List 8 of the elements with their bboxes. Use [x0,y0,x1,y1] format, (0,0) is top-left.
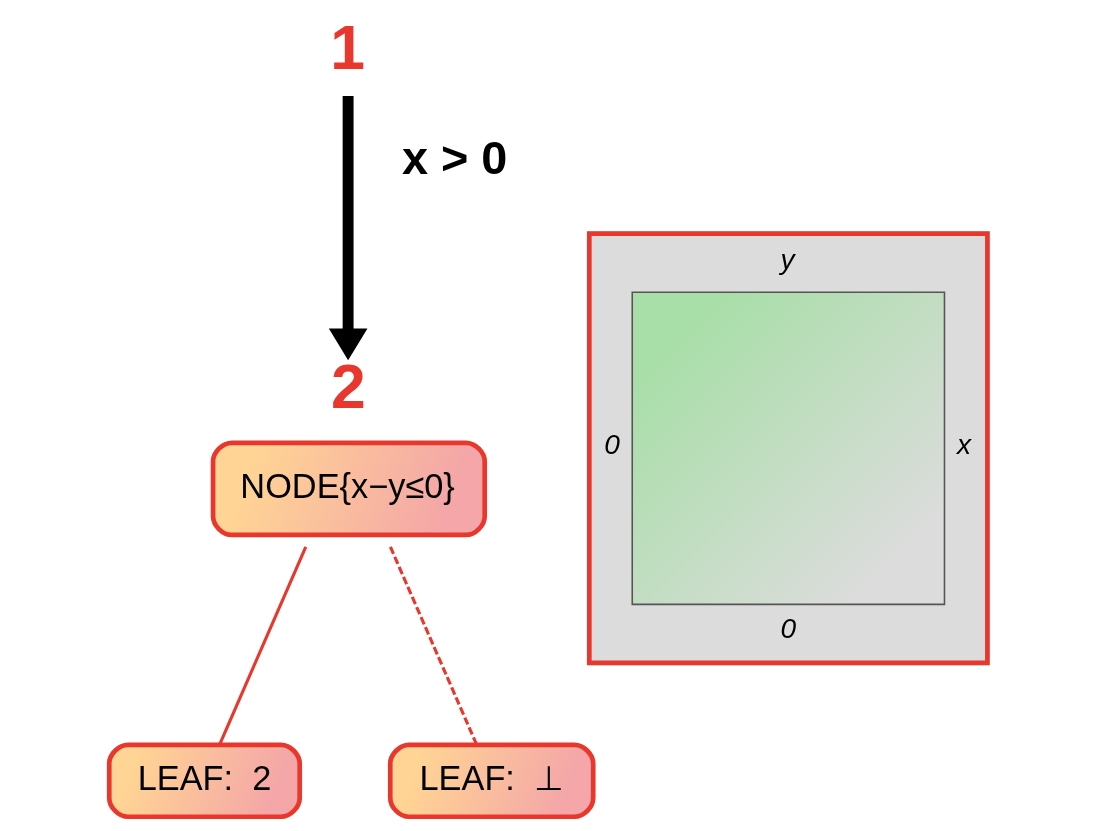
node-label: 2 [330,350,366,421]
connector [218,546,308,746]
edge-label: x > 0 [401,132,508,185]
connector [389,546,479,746]
node-text: 1 [330,11,365,82]
node-box: LEAF: ⊥ [387,742,596,820]
node-box: LEAF: 2 [106,742,303,820]
arrow [328,96,368,361]
